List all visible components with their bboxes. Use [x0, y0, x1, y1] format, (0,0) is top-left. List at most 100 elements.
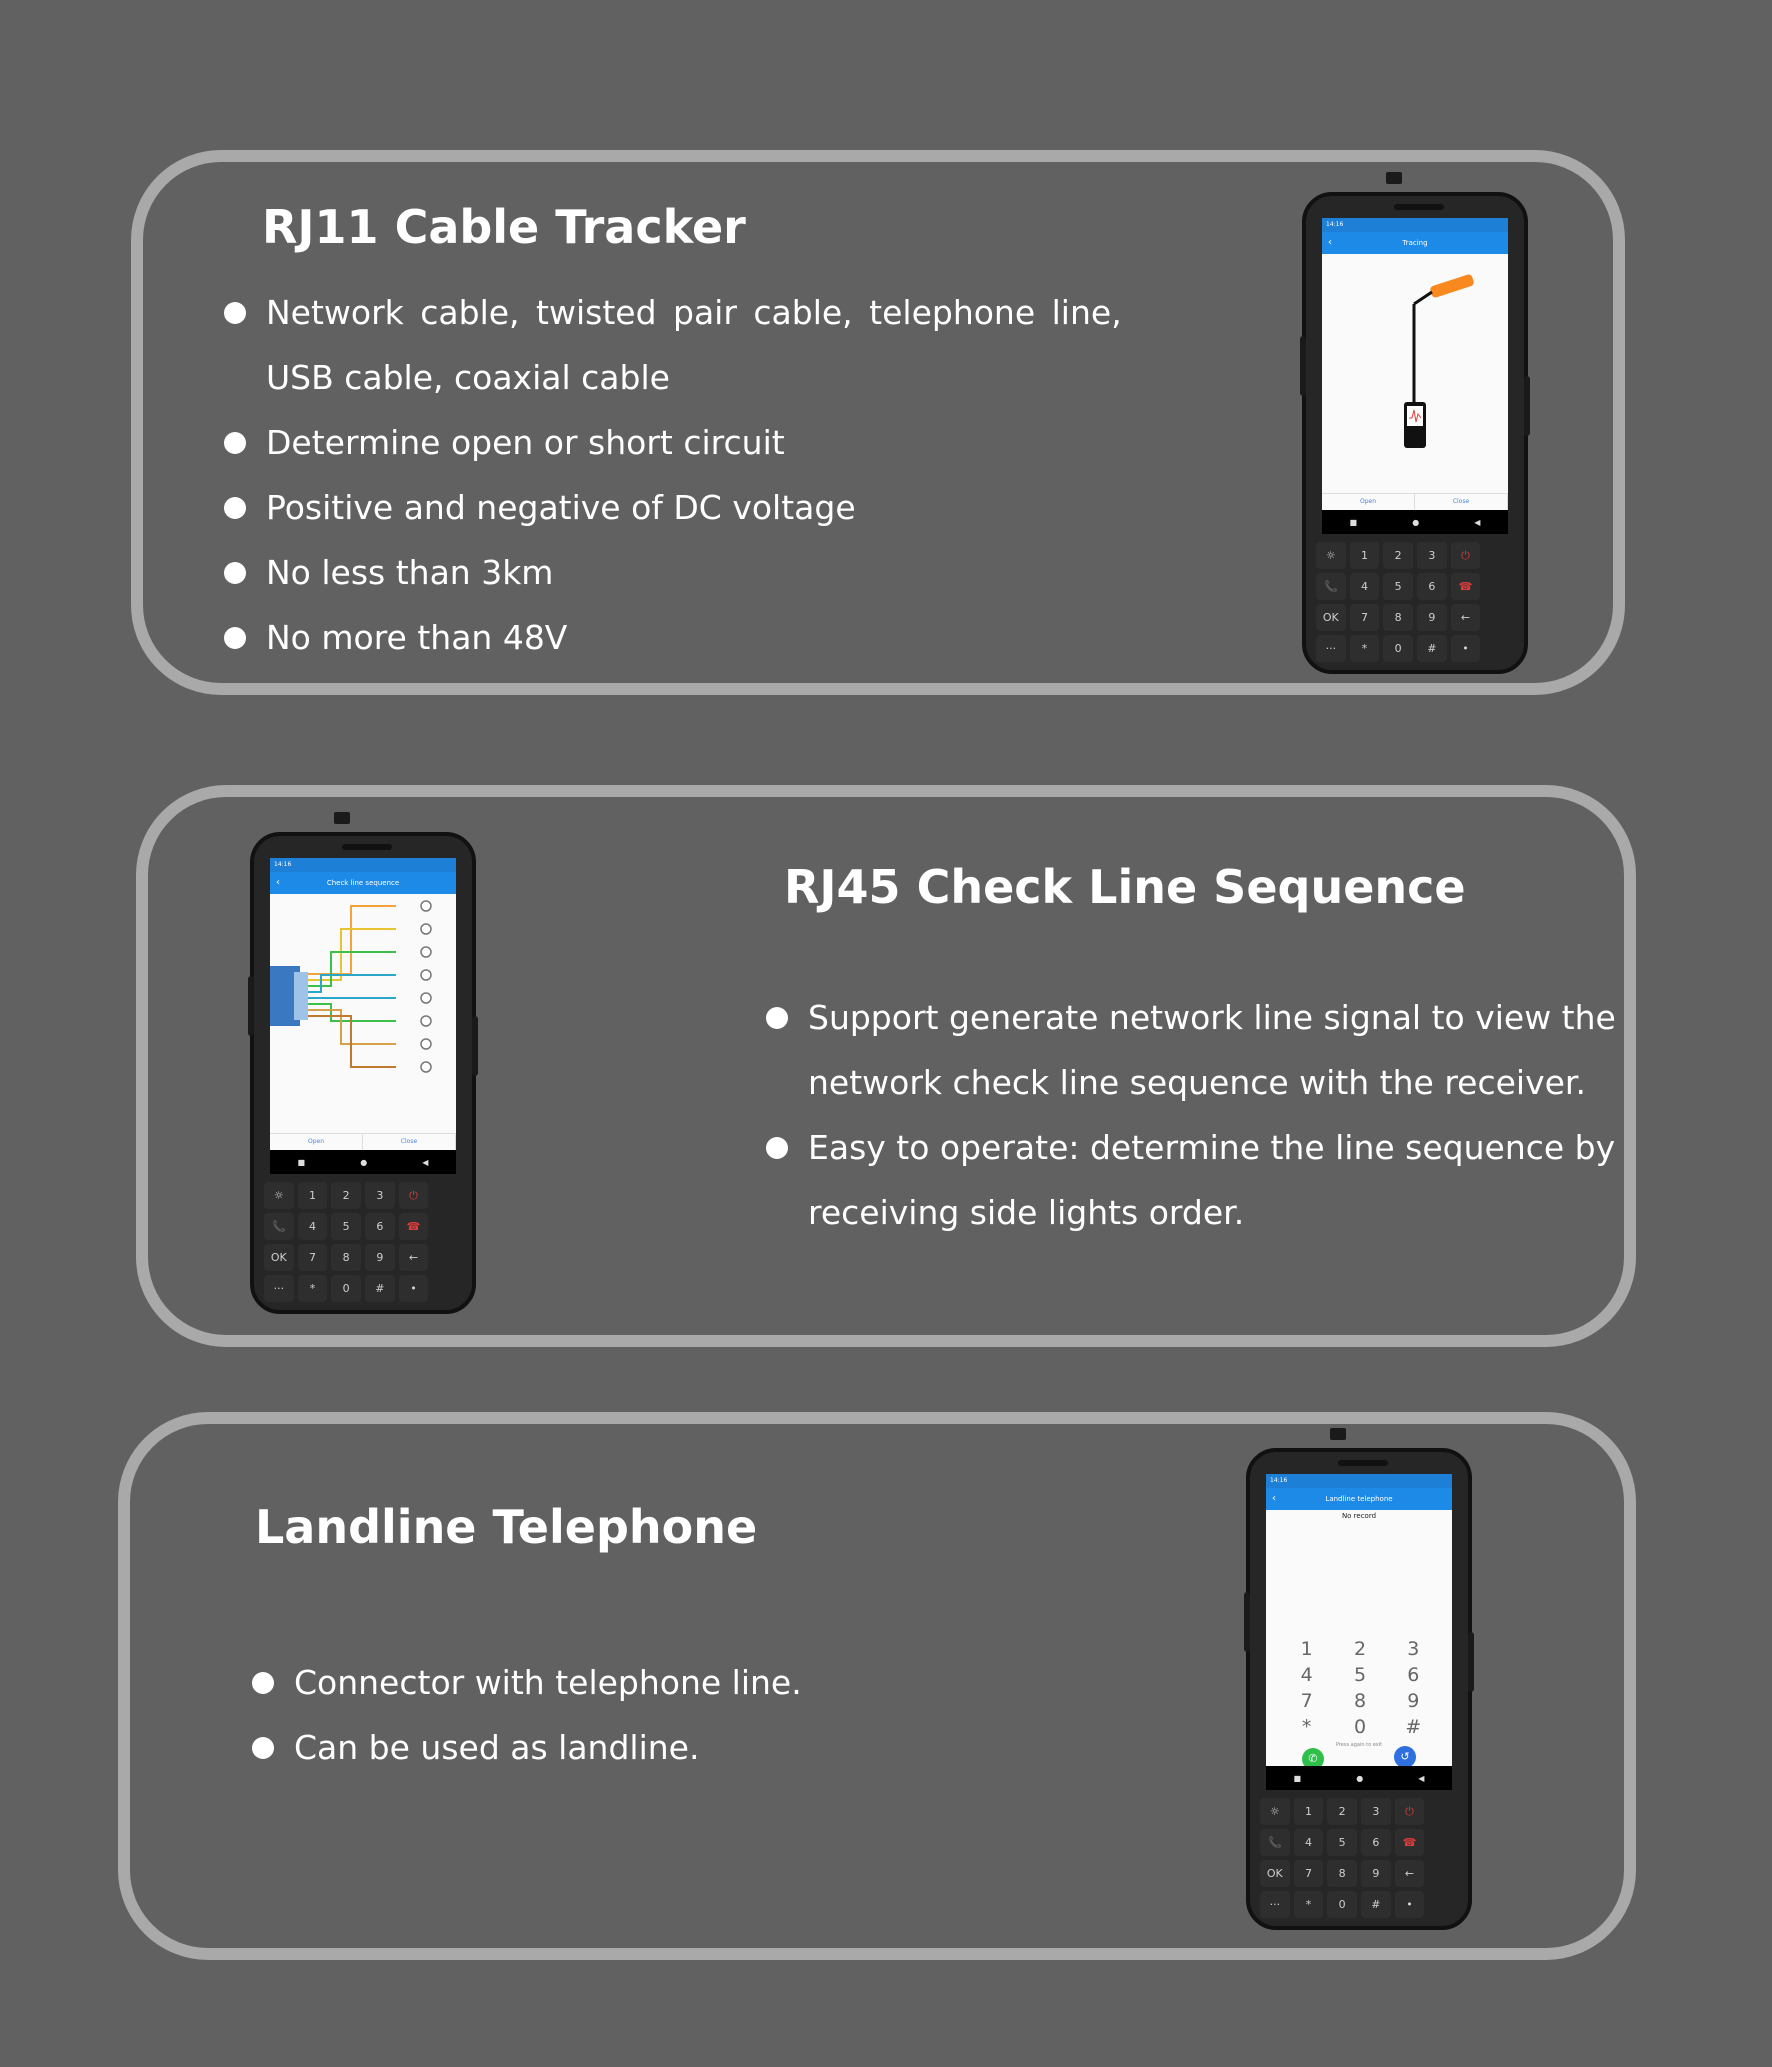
keypad-key[interactable]: 2: [1327, 1798, 1357, 1825]
dial-key[interactable]: #: [1405, 1716, 1422, 1738]
bullet-text-continued: network check line sequence with the rec…: [808, 1063, 1586, 1102]
keypad-key[interactable]: 2: [331, 1182, 361, 1209]
keypad-key[interactable]: 7: [1349, 604, 1380, 631]
keypad-key[interactable]: 0: [1327, 1891, 1357, 1918]
keypad-key[interactable]: 📞: [1316, 573, 1346, 600]
keypad-key[interactable]: 5: [1383, 573, 1413, 600]
keypad-key[interactable]: #: [1416, 635, 1447, 662]
keypad-key[interactable]: 3: [1360, 1798, 1391, 1825]
dial-key[interactable]: 6: [1407, 1664, 1420, 1686]
keypad-key[interactable]: 7: [297, 1244, 328, 1271]
keypad-key[interactable]: 7: [1293, 1860, 1324, 1887]
keypad-key[interactable]: ···: [1260, 1891, 1290, 1918]
keypad-key[interactable]: ⏻: [398, 1182, 429, 1209]
dial-key[interactable]: 5: [1353, 1664, 1367, 1686]
keypad-key[interactable]: 4: [297, 1213, 328, 1240]
keypad-key[interactable]: OK: [1260, 1860, 1290, 1887]
indicator-light-icon: [420, 1015, 432, 1027]
keypad-key[interactable]: 6: [1360, 1829, 1391, 1856]
keypad-key[interactable]: *: [1293, 1891, 1324, 1918]
dial-key[interactable]: 7: [1300, 1690, 1313, 1712]
dial-key[interactable]: 9: [1407, 1690, 1420, 1712]
keypad-key[interactable]: 5: [1327, 1829, 1357, 1856]
call-button[interactable]: ✆: [1302, 1748, 1324, 1766]
dial-key[interactable]: *: [1301, 1716, 1312, 1738]
open-button[interactable]: Open: [1322, 494, 1415, 510]
dial-key[interactable]: 8: [1353, 1690, 1367, 1712]
list-item: Network cable, twisted pair cable, telep…: [224, 280, 1122, 410]
keypad-key[interactable]: #: [1360, 1891, 1391, 1918]
keypad-key[interactable]: ☎: [398, 1213, 429, 1240]
keypad-key[interactable]: 2: [1383, 542, 1413, 569]
keypad-key[interactable]: 9: [364, 1244, 395, 1271]
keypad-key[interactable]: 4: [1349, 573, 1380, 600]
keypad-key[interactable]: ←: [1394, 1860, 1425, 1887]
keypad-key[interactable]: 3: [1416, 542, 1447, 569]
keypad-key[interactable]: ☎: [1450, 573, 1481, 600]
keypad-key[interactable]: ←: [1450, 604, 1481, 631]
keypad-key[interactable]: 8: [1327, 1860, 1357, 1887]
keypad-key[interactable]: 8: [1383, 604, 1413, 631]
dial-key[interactable]: 3: [1407, 1638, 1420, 1660]
home-icon: ●: [1412, 517, 1420, 527]
nav-bar: ■●◀: [1322, 510, 1508, 534]
keypad-key[interactable]: ☼: [1260, 1798, 1290, 1825]
landline-title: Landline Telephone: [255, 1500, 758, 1554]
dial-key[interactable]: 0: [1353, 1716, 1367, 1738]
keypad-key[interactable]: 1: [1349, 542, 1380, 569]
keypad-key[interactable]: 9: [1360, 1860, 1391, 1887]
close-button[interactable]: Close: [1415, 494, 1508, 510]
keypad-key[interactable]: 9: [1416, 604, 1447, 631]
nav-bar: ■●◀: [270, 1150, 456, 1174]
keypad-key[interactable]: 0: [1383, 635, 1413, 662]
bullet-text: Network cable, twisted pair cable, telep…: [266, 293, 1122, 332]
back-nav-icon: ◀: [1418, 1773, 1425, 1783]
keypad-key[interactable]: 📞: [264, 1213, 294, 1240]
keypad-key[interactable]: ···: [1316, 635, 1346, 662]
list-item: No less than 3km: [224, 540, 1122, 605]
indicator-light-icon: [420, 923, 432, 935]
keypad-key[interactable]: 1: [1293, 1798, 1324, 1825]
keypad-key[interactable]: 4: [1293, 1829, 1324, 1856]
keypad-key[interactable]: 0: [331, 1275, 361, 1302]
keypad-key[interactable]: ☼: [1316, 542, 1346, 569]
keypad-key[interactable]: •: [1450, 635, 1481, 662]
indicator-light-icon: [420, 992, 432, 1004]
keypad-key[interactable]: 6: [364, 1213, 395, 1240]
keypad-key[interactable]: ☎: [1394, 1829, 1425, 1856]
wire-line: [308, 1009, 396, 1045]
dial-key[interactable]: 2: [1353, 1638, 1367, 1660]
keypad-key[interactable]: ⏻: [1450, 542, 1481, 569]
keypad-key[interactable]: 5: [331, 1213, 361, 1240]
keypad-key[interactable]: 1: [297, 1182, 328, 1209]
keypad-key[interactable]: 6: [1416, 573, 1447, 600]
keypad-key[interactable]: 3: [364, 1182, 395, 1209]
close-button[interactable]: Close: [363, 1134, 456, 1150]
keypad-key[interactable]: ···: [264, 1275, 294, 1302]
keypad-key[interactable]: *: [297, 1275, 328, 1302]
keypad-key[interactable]: 8: [331, 1244, 361, 1271]
keypad-key[interactable]: 📞: [1260, 1829, 1290, 1856]
keypad-key[interactable]: #: [364, 1275, 395, 1302]
keypad-key[interactable]: •: [398, 1275, 429, 1302]
keypad-key[interactable]: OK: [264, 1244, 294, 1271]
keypad-key[interactable]: OK: [1316, 604, 1346, 631]
bullet-text: No less than 3km: [266, 553, 554, 592]
redial-button[interactable]: ↺: [1394, 1746, 1416, 1766]
dial-key[interactable]: 1: [1300, 1638, 1313, 1660]
open-button[interactable]: Open: [270, 1134, 363, 1150]
keypad-key[interactable]: ⏻: [1394, 1798, 1425, 1825]
bullet-text: Connector with telephone line.: [294, 1663, 802, 1702]
screen-title: Check line sequence: [326, 879, 400, 887]
keypad-key[interactable]: ←: [398, 1244, 429, 1271]
keypad-key[interactable]: ☼: [264, 1182, 294, 1209]
list-item: Can be used as landline.: [252, 1715, 802, 1780]
wire-line: [308, 1003, 396, 1022]
probe-icon: [1430, 274, 1474, 298]
keypad-key[interactable]: •: [1394, 1891, 1425, 1918]
keypad-key[interactable]: *: [1349, 635, 1380, 662]
dial-key[interactable]: 4: [1300, 1664, 1313, 1686]
home-icon: ●: [360, 1157, 368, 1167]
indicator-light-icon: [420, 969, 432, 981]
